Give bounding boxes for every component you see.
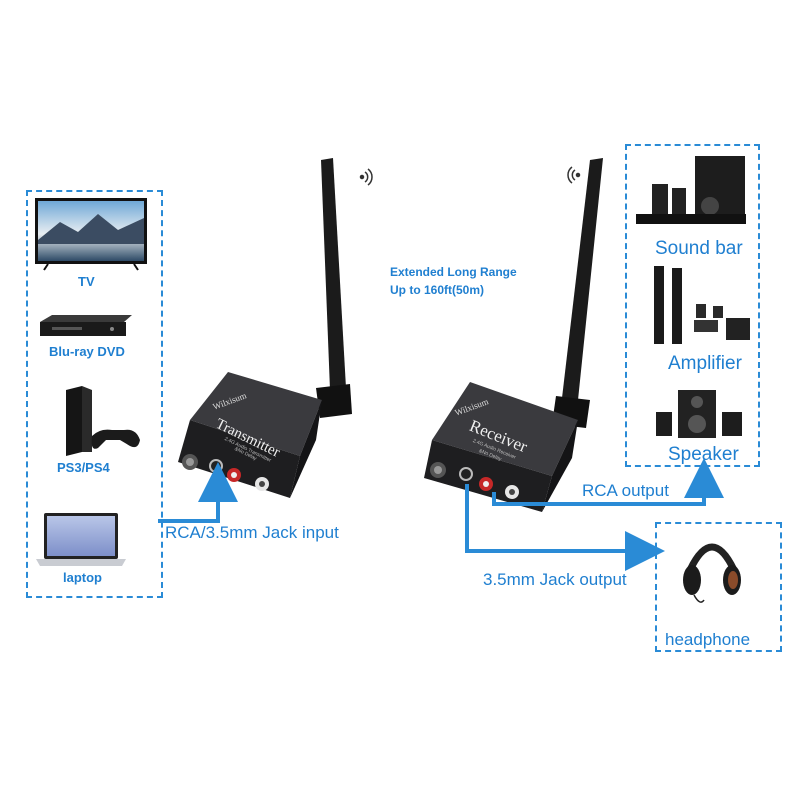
- headphone-image: [683, 547, 741, 602]
- range-text-line2: Up to 160ft(50m): [390, 283, 484, 297]
- speaker-image: [656, 390, 742, 438]
- speaker-label: Speaker: [668, 444, 739, 466]
- input-label: RCA/3.5mm Jack input: [165, 523, 339, 543]
- jack-output-label: 3.5mm Jack output: [483, 570, 627, 590]
- wireless-signal-icon: [568, 167, 580, 183]
- amplifier-label: Amplifier: [668, 353, 742, 375]
- amplifier-image: [654, 266, 750, 344]
- rca-output-label: RCA output: [582, 481, 669, 501]
- soundbar-image: [636, 156, 746, 224]
- tv-label: TV: [78, 274, 95, 289]
- bluray-player-image: [40, 315, 132, 336]
- ps4-console-image: [66, 386, 140, 456]
- soundbar-label: Sound bar: [655, 238, 743, 260]
- range-text-line1: Extended Long Range: [390, 265, 517, 279]
- laptop-label: laptop: [63, 570, 102, 585]
- ps-label: PS3/PS4: [57, 460, 110, 475]
- headphone-label: headphone: [665, 630, 750, 650]
- bluray-label: Blu-ray DVD: [49, 344, 125, 359]
- input-connection-line: [158, 482, 218, 521]
- laptop-image: [36, 513, 126, 566]
- tv-image: [35, 198, 147, 270]
- wireless-signal-icon: [361, 169, 372, 185]
